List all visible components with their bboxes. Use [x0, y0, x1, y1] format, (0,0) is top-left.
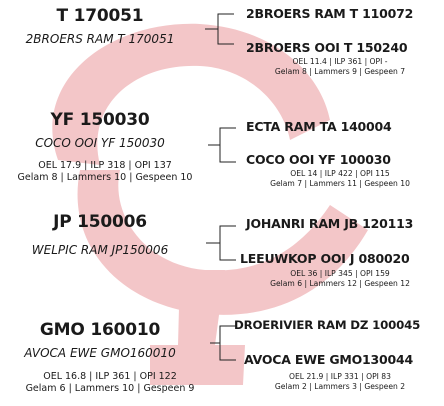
stats-line: OEL 14 | ILP 422 | OPI 115 [270, 169, 410, 179]
ram-name: JP 150006 [53, 212, 147, 232]
bracket-4 [210, 326, 236, 360]
sire-name: JOHANRI RAM JB 120113 [246, 216, 413, 231]
stats-line: Gelam 8 | Lammers 10 | Gespeen 10 [18, 172, 193, 184]
dam-name: COCO OOI YF 100030 [246, 152, 391, 167]
dam-stats: OEL 21.9 | ILP 331 | OPI 83 Gelam 2 | La… [275, 372, 405, 392]
sire-name: ECTA RAM TA 140004 [246, 119, 392, 134]
ram-name: YF 150030 [50, 110, 149, 130]
ram-registered-name: COCO OOI YF 150030 [35, 136, 165, 150]
stats-line: Gelam 8 | Lammers 9 | Gespeen 7 [275, 67, 405, 77]
bracket-1 [205, 14, 234, 44]
stats-line: Gelam 7 | Lammers 11 | Gespeen 10 [270, 179, 410, 189]
ram-name: GMO 160010 [40, 320, 160, 340]
stats-line: OEL 17.9 | ILP 318 | OPI 137 [18, 160, 193, 172]
stats-line: OEL 36 | ILP 345 | OPI 159 [270, 269, 410, 279]
dam-name: 2BROERS OOI T 150240 [246, 40, 407, 55]
dam-stats: OEL 14 | ILP 422 | OPI 115 Gelam 7 | Lam… [270, 169, 410, 189]
ram-registered-name: WELPIC RAM JP150006 [32, 243, 168, 257]
stats-line: Gelam 2 | Lammers 3 | Gespeen 2 [275, 382, 405, 392]
stats-line: Gelam 6 | Lammers 10 | Gespeen 9 [26, 383, 195, 395]
dam-stats: OEL 36 | ILP 345 | OPI 159 Gelam 6 | Lam… [270, 269, 410, 289]
stats-line: OEL 16.8 | ILP 361 | OPI 122 [26, 371, 195, 383]
ram-registered-name: AVOCA EWE GMO160010 [24, 346, 175, 360]
bracket-2 [208, 128, 236, 162]
stats-line: Gelam 6 | Lammers 12 | Gespeen 12 [270, 279, 410, 289]
stats-line: OEL 11.4 | ILP 361 | OPI - [275, 57, 405, 67]
ram-stats: OEL 17.9 | ILP 318 | OPI 137 Gelam 8 | L… [18, 160, 193, 184]
dam-name: LEEUWKOP OOI J 080020 [240, 251, 410, 266]
ram-stats: OEL 16.8 | ILP 361 | OPI 122 Gelam 6 | L… [26, 371, 195, 395]
sire-name: DROERIVIER RAM DZ 100045 [234, 318, 420, 332]
ram-registered-name: 2BROERS RAM T 170051 [26, 32, 175, 46]
sire-name: 2BROERS RAM T 110072 [246, 6, 413, 21]
stats-line: OEL 21.9 | ILP 331 | OPI 83 [275, 372, 405, 382]
dam-name: AVOCA EWE GMO130044 [244, 352, 413, 367]
dam-stats: OEL 11.4 | ILP 361 | OPI - Gelam 8 | Lam… [275, 57, 405, 77]
bracket-3 [206, 226, 236, 260]
ram-name: T 170051 [57, 6, 144, 26]
